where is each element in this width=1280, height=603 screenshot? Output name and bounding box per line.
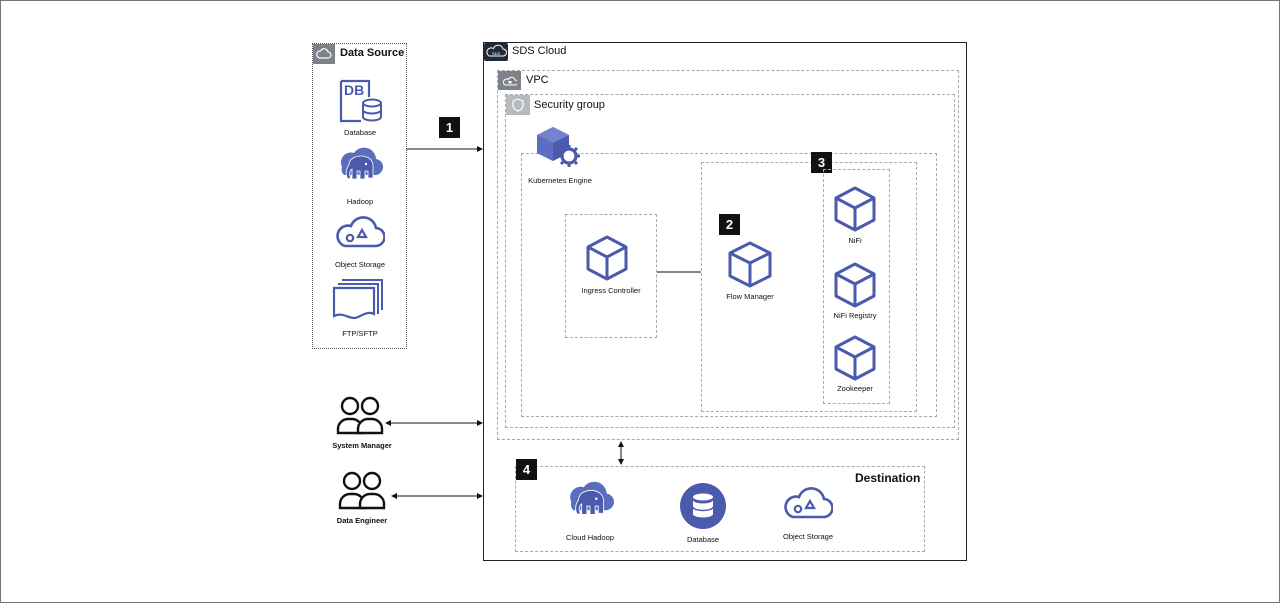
nifi-registry-label: NiFi Registry bbox=[833, 311, 877, 320]
nifi-cube-icon bbox=[832, 185, 878, 233]
kubernetes-engine-icon bbox=[535, 125, 585, 171]
security-group bbox=[505, 94, 955, 428]
flow-manager-label: Flow Manager bbox=[726, 292, 774, 301]
cloud-icon bbox=[313, 44, 335, 64]
kubernetes-group bbox=[521, 153, 937, 417]
data-source-group bbox=[312, 43, 407, 349]
ftp-files-icon bbox=[332, 278, 388, 322]
sds-cloud-group bbox=[483, 42, 967, 561]
destination-object-storage-icon bbox=[783, 486, 833, 522]
nifi-registry-cube-icon bbox=[832, 261, 878, 309]
kubernetes-engine-label: Kubernetes Engine bbox=[528, 176, 592, 185]
data-source-item-ftp: FTP/SFTP bbox=[342, 329, 378, 338]
nifi-label: NiFi bbox=[848, 236, 862, 245]
data-source-item-hadoop: Hadoop bbox=[346, 197, 374, 206]
ingress-controller-cube-icon bbox=[584, 234, 630, 282]
flow-manager-group bbox=[701, 162, 917, 412]
sds-logo-icon: SDS bbox=[484, 43, 508, 61]
shield-icon bbox=[506, 95, 530, 115]
cloud-hadoop-icon bbox=[565, 479, 615, 531]
destination-item-database: Database bbox=[686, 535, 720, 544]
ingress-controller-label: Ingress Controller bbox=[581, 286, 641, 295]
step-badge-4: 4 bbox=[516, 459, 537, 480]
destination-group bbox=[515, 466, 925, 552]
lock-icon bbox=[498, 71, 521, 90]
data-source-item-object-storage: Object Storage bbox=[334, 260, 386, 269]
hadoop-elephant-icon bbox=[336, 145, 384, 193]
system-manager-users-icon bbox=[336, 395, 384, 437]
destination-item-cloud-hadoop: Cloud Hadoop bbox=[566, 533, 614, 542]
system-manager-label: System Manager bbox=[332, 441, 392, 450]
sds-logo-text: SDS bbox=[492, 51, 501, 56]
ingress-controller-group bbox=[565, 214, 657, 338]
zookeeper-label: Zookeeper bbox=[837, 384, 873, 393]
vpc-group bbox=[497, 70, 959, 440]
data-engineer-label: Data Engineer bbox=[336, 516, 388, 525]
vpc-title: VPC bbox=[526, 74, 549, 86]
database-db-icon: DB bbox=[338, 78, 384, 124]
object-storage-icon bbox=[335, 215, 385, 251]
sds-cloud-title: SDS Cloud bbox=[512, 45, 567, 57]
destination-item-object-storage: Object Storage bbox=[782, 532, 834, 541]
step-badge-2: 2 bbox=[719, 214, 740, 235]
destination-title: Destination bbox=[855, 471, 921, 485]
data-engineer-users-icon bbox=[338, 470, 386, 512]
data-source-item-database: Database bbox=[343, 128, 377, 137]
zookeeper-cube-icon bbox=[832, 334, 878, 382]
nifi-cluster-group bbox=[823, 169, 890, 404]
database-circle-icon bbox=[679, 482, 727, 530]
data-source-title: Data Source bbox=[340, 47, 405, 59]
flow-manager-cube-icon bbox=[726, 240, 774, 290]
step-badge-1: 1 bbox=[439, 117, 460, 138]
security-group-title: Security group bbox=[534, 99, 605, 111]
step-badge-3: 3 bbox=[811, 152, 832, 173]
db-glyph: DB bbox=[344, 82, 364, 98]
